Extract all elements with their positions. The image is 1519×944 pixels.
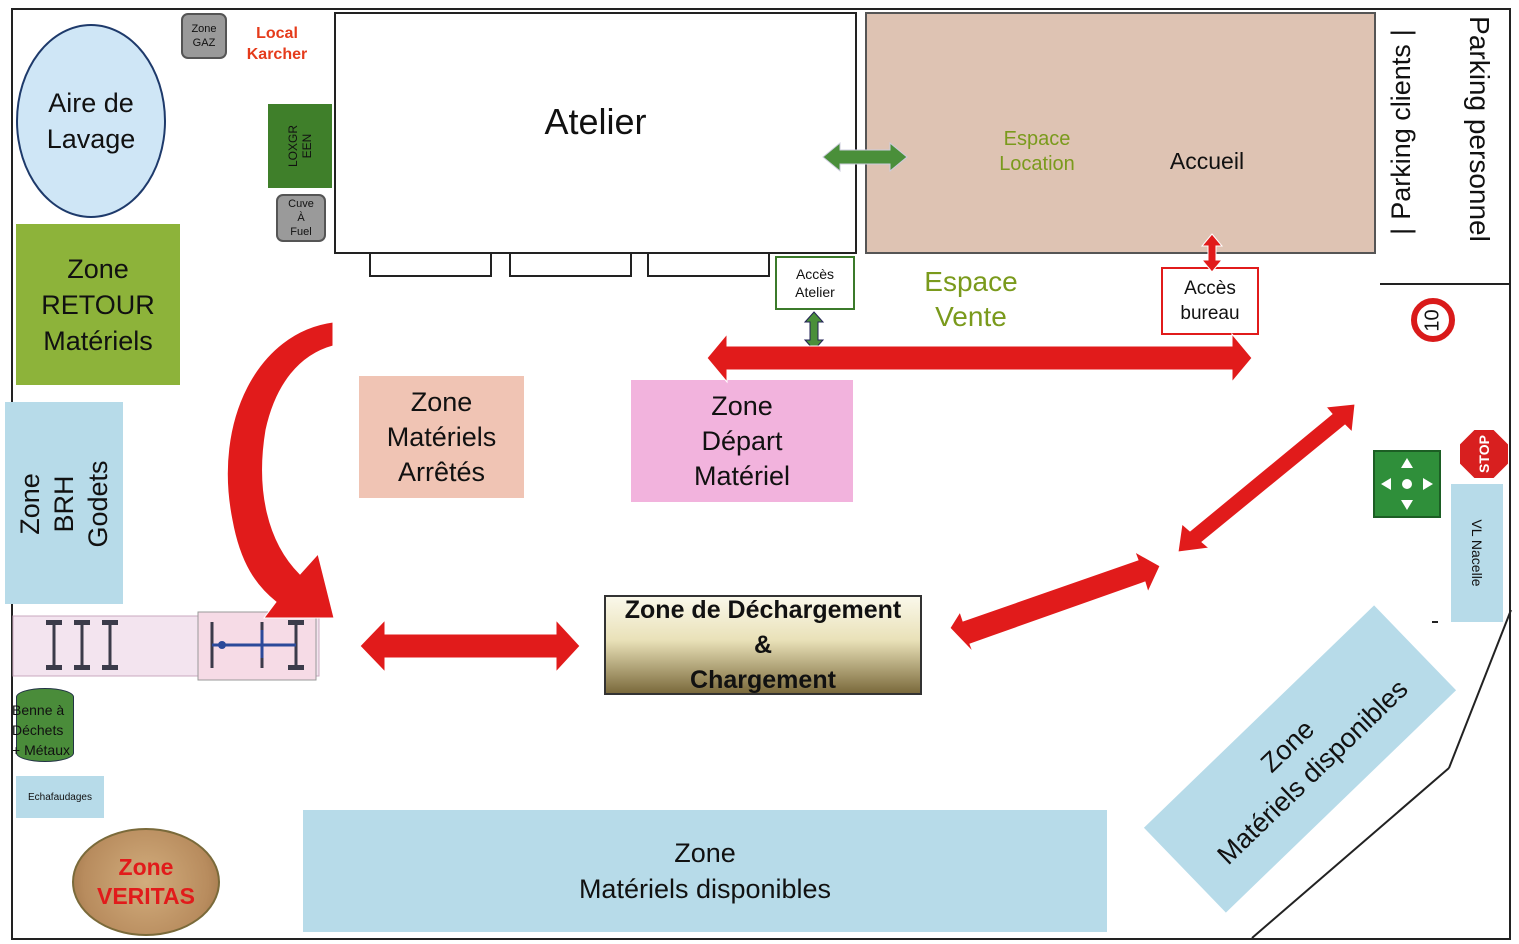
retour-curved-arrow [226, 321, 335, 619]
exit-diagonal-arrow [1177, 403, 1356, 553]
zone-dechargement-chargement: Zone de Déchargement&Chargement [604, 595, 922, 695]
stop-sign: STOP [1460, 430, 1508, 478]
speed-limit-sign: 10 [1411, 298, 1455, 342]
site-edge-diagonal-1 [1448, 609, 1512, 769]
atelier-label: Atelier [544, 101, 647, 142]
vl-nacelle-zone: VL Nacelle [1451, 484, 1503, 622]
acces-atelier-arrow [803, 311, 825, 351]
site-edge-diagonal-2 [1251, 767, 1450, 939]
atelier-door-3 [647, 254, 770, 277]
atelier-building: Atelier [334, 12, 857, 254]
truck-dechargement-arrow [359, 618, 581, 674]
assembly-point-icon [1373, 450, 1441, 518]
truck-trailer-icon [12, 610, 320, 682]
espace-vente-arrow [706, 332, 1253, 384]
atelier-door-1 [369, 254, 492, 277]
benne-dechets [16, 688, 74, 762]
atelier-location-arrow [822, 141, 908, 173]
acces-bureau-arrow [1200, 233, 1224, 273]
atelier-door-2 [509, 254, 632, 277]
echafaudages-zone: Echafaudages [16, 776, 104, 818]
accueil-label: Accueil [1169, 147, 1245, 174]
dechargement-diagonal-arrow [949, 550, 1161, 653]
